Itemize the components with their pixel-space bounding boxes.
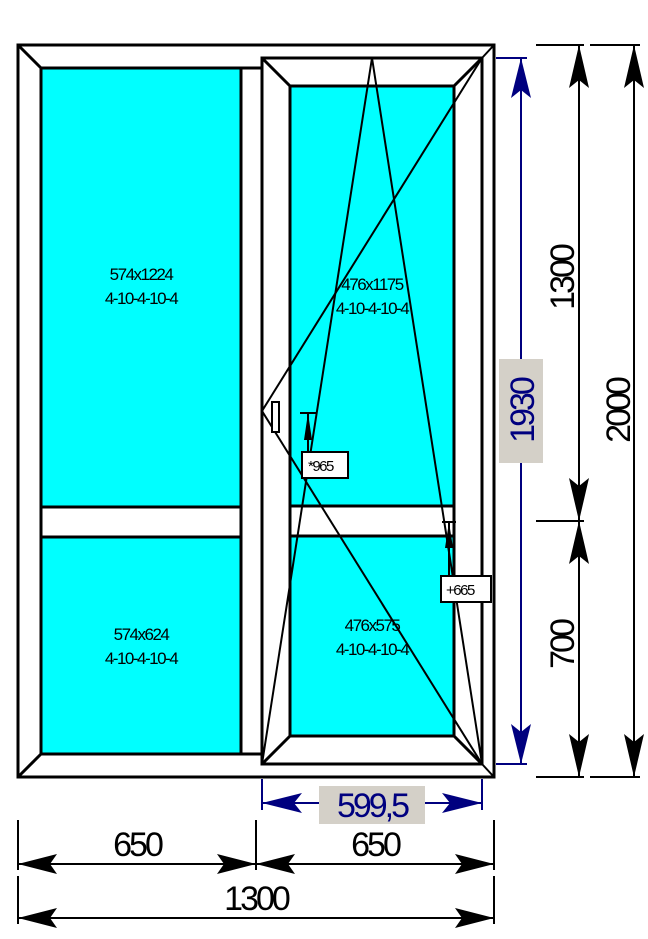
arrow-down-blue [511,724,531,764]
arrow-left-650b [256,854,295,874]
dimension-sash-height: 1930 [496,57,543,765]
left-corner-tl [16,43,43,70]
dim-label-599-5: 599,5 [337,787,409,825]
dimension-right-split: 1300 700 [536,44,589,778]
tag-box-665 [440,575,492,603]
tag-box-965 [301,451,349,479]
pane-right-top-size: 476x1175 [341,275,403,294]
pane-left-bottom-size: 574x624 [114,625,170,644]
pane-right-top-formula: 4-10-4-10-4 [336,299,409,318]
frame-corner-tr [481,44,495,59]
label-bg-599 [319,786,425,824]
opening-direction-lines [261,57,483,765]
arrow-up-2000 [624,45,644,88]
dim-label-1300-vertical: 1300 [544,244,582,310]
dimension-sash-width: 599,5 [261,779,483,825]
dim-label-700: 700 [544,619,582,669]
label-bg-1930 [499,359,543,463]
door-handle [271,401,280,433]
arrow-down-1300 [569,478,589,521]
pane-left-top-size: 574x1224 [110,265,174,284]
tag-665-text: +665 [446,582,475,599]
pane-right-bottom-formula: 4-10-4-10-4 [336,640,409,659]
tilt-line-left [261,57,373,765]
arrow-right-650b [455,854,494,874]
dim-label-650-left: 650 [113,826,163,864]
tilt-line-right [371,57,483,765]
left-corner-bl [16,752,43,779]
dim-label-2000: 2000 [600,377,638,443]
pane-left-top-formula: 4-10-4-10-4 [105,289,178,308]
sash-corner-br [452,734,484,766]
arrow-up-blue [511,58,531,98]
dimension-total-height: 2000 [590,44,644,778]
handle-icon [271,401,280,433]
sash-corner-tl [260,56,292,88]
turn-line-top [261,57,483,412]
arrow-left-650a [18,854,57,874]
pane-right-bottom-size: 476x575 [345,616,401,635]
sash-corner-tr [452,56,484,88]
glass-left-top [39,66,243,509]
pane-left-bottom-formula: 4-10-4-10-4 [105,649,178,668]
dim-label-1300-horizontal: 1300 [224,880,290,918]
pane-labels: 574x1224 4-10-4-10-4 574x624 4-10-4-10-4… [105,265,411,668]
frame-corner-br [481,763,495,778]
turn-line-bottom [261,410,483,765]
arrow-down-2000 [624,734,644,777]
arrow-up-700 [569,521,589,564]
transom-right [288,504,456,538]
arrow-left-blue [262,793,302,813]
dimension-total-width: 1300 [17,876,495,928]
door-sash [260,44,495,778]
arrow-left-1300 [18,908,57,928]
arrow-right-650a [217,854,256,874]
dim-label-650-right: 650 [351,826,401,864]
arrow-right-1300 [455,908,494,928]
left-fixed-section [16,43,262,779]
sash-corner-bl [260,734,292,766]
glass-right-bottom [288,534,456,738]
tag-965-text: *965 [308,458,334,475]
arrow-down-700 [569,734,589,777]
dimension-bottom-split: 650 650 [17,820,495,874]
dim-label-1930: 1930 [504,377,542,443]
transom-left [39,505,243,539]
glass-left-bottom [39,535,243,756]
arrow-up-1300 [569,45,589,88]
hinge-markers: *965 +665 [300,412,492,603]
arrow-right-blue [442,793,482,813]
glass-right-top [288,84,456,508]
